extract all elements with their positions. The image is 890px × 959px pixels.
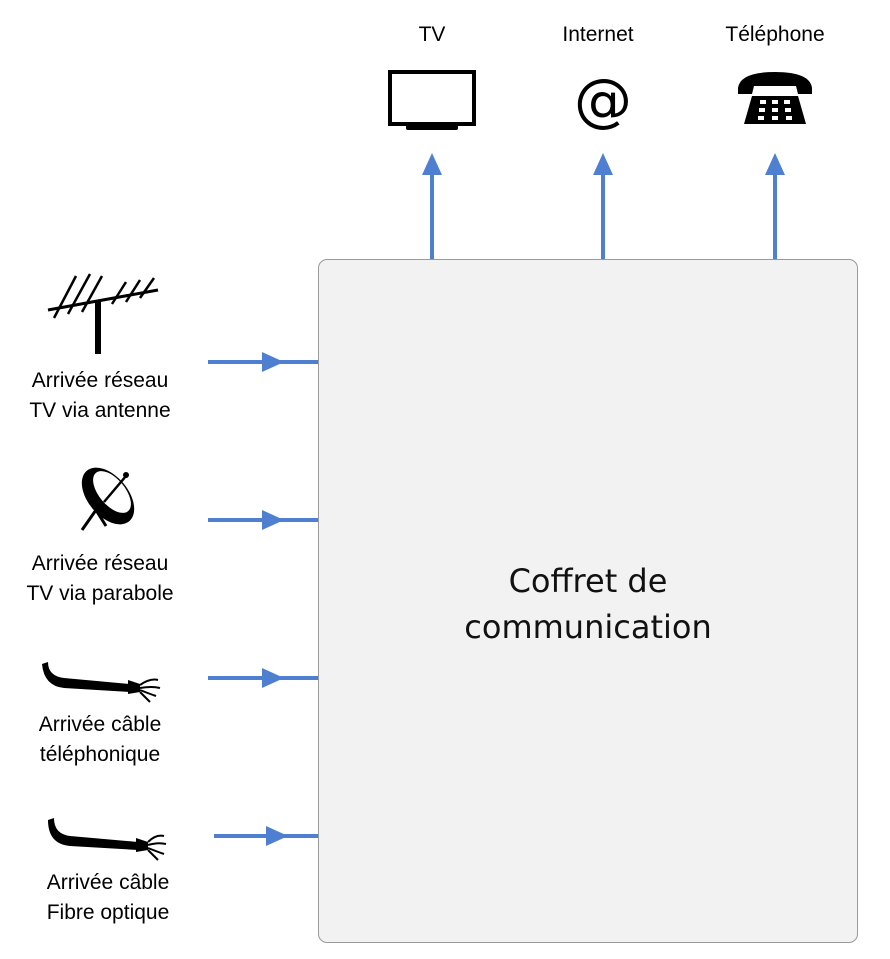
box-title-line-1: Coffret de bbox=[508, 562, 668, 600]
output-arrow-telephone bbox=[765, 153, 785, 259]
output-label-telephone: Téléphone bbox=[725, 23, 825, 46]
input-arrow-fibre bbox=[214, 826, 318, 846]
input-label-antenne-line-2: TV via antenne bbox=[29, 399, 171, 422]
input-label-telephone: Arrivée câble téléphonique bbox=[0, 710, 200, 770]
input-label-telephone-line-2: téléphonique bbox=[39, 743, 161, 766]
satellite-dish-icon bbox=[80, 467, 135, 531]
input-label-antenne: Arrivée réseau TV via antenne bbox=[0, 366, 200, 426]
input-label-antenne-line-1: Arrivée réseau bbox=[31, 369, 169, 392]
output-arrow-tv bbox=[422, 153, 442, 259]
fiber-cable-icon bbox=[48, 818, 167, 861]
input-arrow-antenne bbox=[208, 352, 318, 372]
input-label-telephone-line-1: Arrivée câble bbox=[38, 713, 162, 736]
antenna-icon bbox=[47, 273, 159, 354]
at-sign-icon: @ bbox=[574, 66, 632, 134]
input-arrow-parabole bbox=[208, 510, 318, 530]
input-label-parabole-line-2: TV via parabole bbox=[26, 582, 174, 605]
box-title-line-2: communication bbox=[464, 608, 712, 646]
svg-text:@: @ bbox=[574, 66, 632, 134]
communication-box bbox=[318, 259, 858, 943]
output-label-tv: TV bbox=[418, 23, 446, 46]
input-label-fibre-line-2: Fibre optique bbox=[46, 901, 170, 924]
communication-box-title: Coffret de communication bbox=[318, 558, 858, 650]
tv-icon bbox=[388, 70, 476, 130]
output-arrow-internet bbox=[593, 153, 613, 259]
input-label-parabole: Arrivée réseau TV via parabole bbox=[0, 549, 200, 609]
phone-cable-icon bbox=[42, 662, 161, 703]
output-label-internet: Internet bbox=[562, 23, 634, 46]
input-label-parabole-line-1: Arrivée réseau bbox=[31, 552, 169, 575]
input-label-fibre: Arrivée câble Fibre optique bbox=[8, 868, 208, 928]
input-label-fibre-line-1: Arrivée câble bbox=[46, 871, 170, 894]
telephone-icon bbox=[738, 72, 812, 124]
input-arrow-telephone bbox=[208, 668, 318, 688]
